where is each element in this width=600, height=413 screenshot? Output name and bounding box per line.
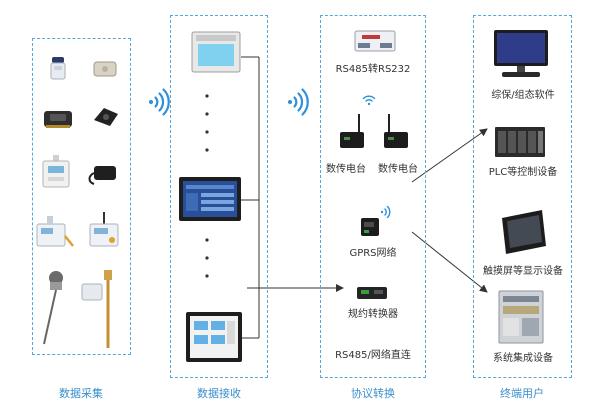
plc-label: PLC等控制设备 (488, 167, 558, 178)
rs485-direct-label: RS485/网络直连 (335, 350, 411, 361)
touch-screen-label: 触摸屏等显示设备 (483, 266, 563, 277)
protocol-converter-device (357, 287, 387, 299)
stage-caption-protocol: 协议转换 (351, 387, 395, 400)
rs485-rs232-converter-device (354, 30, 396, 52)
arrow-radio-to-plc (411, 128, 488, 183)
probe-sensor-device (43, 271, 63, 345)
rs485-rs232-label: RS485转RS232 (335, 64, 411, 75)
clamp-sensor-device (94, 108, 118, 126)
radio-label-left: 数传电台 (326, 164, 366, 175)
arrow-gprs-to-touch (411, 231, 488, 293)
gprs-network-label: GPRS网络 (349, 248, 397, 259)
plc-device (495, 127, 545, 157)
wifi-icon (288, 88, 309, 116)
wifi-icon (362, 95, 376, 106)
end-user-panel (473, 15, 572, 378)
light-sensor-device (50, 57, 66, 80)
gas-sensor-device (36, 216, 74, 247)
receiver-device-top (191, 31, 241, 73)
monitor-module-device (44, 111, 72, 128)
cable-sensor-device (88, 166, 116, 185)
wifi-icon (149, 88, 170, 116)
ellipsis-dots-upper (205, 94, 209, 152)
rod-sensor-device (81, 270, 112, 348)
touch-screen-device (502, 210, 546, 254)
ellipsis-dots-lower (205, 238, 209, 278)
integration-label: 系统集成设备 (493, 353, 553, 364)
integration-cabinet-device (498, 290, 544, 344)
data-receiving-panel (170, 15, 268, 378)
software-label: 综保/组态软件 (491, 90, 555, 101)
gprs-module-device (361, 218, 379, 236)
protocol-conversion-panel (320, 15, 426, 378)
receiver-device-middle (179, 177, 241, 221)
stage-caption-receiving: 数据接收 (197, 387, 241, 400)
radio-device-left (340, 114, 364, 148)
wireless-sensor-device (89, 212, 119, 247)
vibration-sensor-device (93, 61, 117, 77)
radio-label-right: 数传电台 (378, 164, 418, 175)
protocol-converter-label: 规约转换器 (348, 309, 398, 320)
stage-caption-collection: 数据采集 (59, 387, 103, 400)
wifi-icon (380, 205, 391, 219)
receiver-device-bottom (186, 312, 242, 362)
computer-monitor-device (494, 30, 548, 77)
temperature-humidity-sensor-device (42, 155, 70, 188)
stage-caption-end-user: 终端用户 (500, 387, 544, 400)
radio-device-right (384, 114, 408, 148)
data-collection-panel (32, 38, 131, 355)
